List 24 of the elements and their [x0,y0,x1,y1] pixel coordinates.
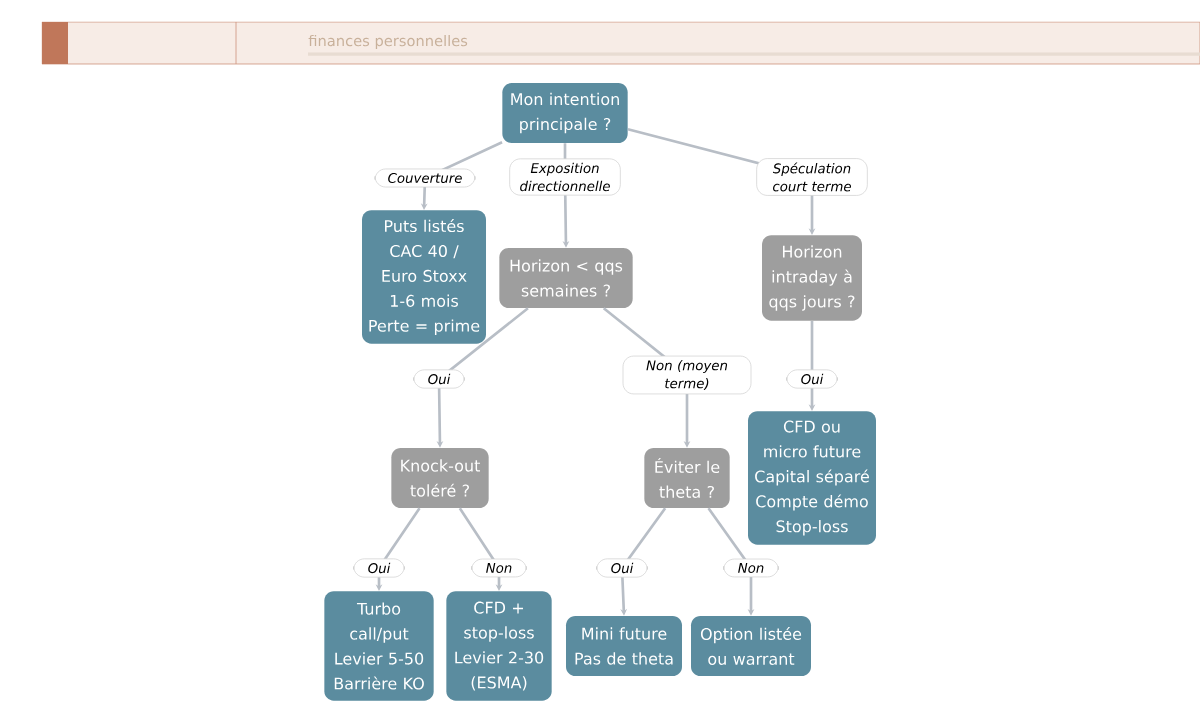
edge-label: Oui [353,558,405,578]
edge-label: Exposition directionnelle [509,158,621,196]
result-box: Mini future Pas de theta [566,616,682,676]
result-box: Puts listés CAC 40 / Euro Stoxx 1-6 mois Perte = prime [362,210,486,344]
edge-label: Non [723,558,779,578]
question-box: Éviter le theta ? [644,448,730,508]
result-box: CFD + stop-loss Levier 2-30 (ESMA) [446,591,552,701]
result-box: Turbo call/put Levier 5-50 Barrière KO [324,591,434,701]
edge-label: Non (moyen terme) [622,355,752,395]
question-box: Knock-out toléré ? [391,448,489,508]
edge-label: Couverture [374,168,476,188]
edge-label: Non [471,558,527,578]
result-box: Option listée ou warrant [691,616,811,676]
question-box: Mon intention principale ? [502,83,628,143]
arrow [707,507,755,616]
result-box: CFD ou micro future Capital séparé Compte démo Stop-loss [748,411,876,545]
header-subtitle: finances personnelles [308,34,468,50]
arrow [620,507,667,616]
edge-label: Spéculation court terme [756,158,868,196]
question-box: Horizon intraday à qqs jours ? [762,235,862,321]
edge-label: Oui [786,369,838,389]
edge-label: Oui [413,369,465,389]
edge-label: Oui [596,558,648,578]
question-box: Horizon < qqs semaines ? [499,248,633,308]
